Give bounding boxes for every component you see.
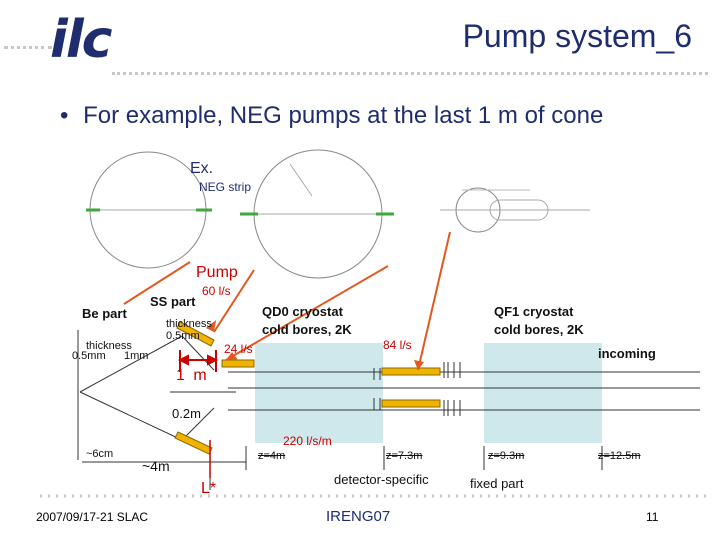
bullet-point: • For example, NEG pumps at the last 1 m… bbox=[60, 102, 603, 130]
drawing-label-ss-part: SS part bbox=[150, 294, 196, 309]
label-l-star: L* bbox=[201, 480, 217, 497]
drawing-label-qd0-line2: cold bores, 2K bbox=[262, 322, 352, 337]
footer-page-number: 11 bbox=[646, 510, 659, 524]
arrowheads bbox=[206, 320, 424, 370]
label-speed-84: 84 l/s bbox=[383, 338, 412, 352]
beam-lines bbox=[228, 371, 700, 411]
drawing-label-4m: ~4m bbox=[142, 458, 170, 474]
cross-section-large bbox=[253, 149, 383, 279]
bullet-symbol: • bbox=[60, 102, 69, 129]
label-pump: Pump bbox=[196, 264, 238, 281]
drawing-label-z9-3: z=9.3m bbox=[488, 450, 525, 462]
drawing-label-qf1-line2: cold bores, 2K bbox=[494, 322, 584, 337]
slide-title: Pump system_6 bbox=[462, 18, 692, 54]
label-speed-24: 24 l/s bbox=[224, 342, 253, 356]
drawing-label-fixed-part: fixed part bbox=[470, 476, 524, 491]
drawing-label-thickness-left-sub: 0.5mm 1mm bbox=[72, 350, 149, 362]
drawing-label-thickness: thickness bbox=[166, 318, 212, 330]
drawing-label-incoming: incoming bbox=[598, 346, 656, 361]
one-meter-marker bbox=[177, 350, 219, 372]
drawing-label-z12-5: z=12.5m bbox=[598, 450, 641, 462]
drawing-label-z7-3: z=7.3m bbox=[386, 450, 423, 462]
drawing-label-6cm: ~6cm bbox=[86, 448, 114, 460]
footer-event: IRENG07 bbox=[326, 508, 391, 525]
qf1-cryostat-box bbox=[484, 343, 602, 443]
footer-date-location: 2007/09/17-21 SLAC bbox=[36, 510, 149, 524]
cross-section-qf1 bbox=[440, 187, 590, 233]
beampipe-cone bbox=[77, 330, 236, 460]
magnet-coils bbox=[373, 362, 461, 416]
label-speed-60: 60 l/s bbox=[202, 284, 231, 298]
cross-section-small bbox=[89, 151, 207, 269]
bullet-text: For example, NEG pumps at the last 1 m o… bbox=[83, 102, 604, 129]
drawing-label-be-part: Be part bbox=[82, 306, 127, 321]
pointer-arrows bbox=[123, 231, 451, 371]
drawing-label-qd0-line1: QD0 cryostat bbox=[262, 304, 343, 319]
drawing-label-thickness-left: thickness bbox=[86, 340, 132, 352]
label-ex: Ex. bbox=[190, 160, 214, 177]
qd0-cryostat-box bbox=[255, 343, 383, 443]
drawing-label-0-2m: 0.2m bbox=[172, 406, 201, 421]
label-one-meter: 1 m bbox=[176, 367, 209, 384]
drawing-label-qf1-line1: QF1 cryostat bbox=[494, 304, 574, 319]
neg-pump-strips bbox=[174, 321, 441, 455]
header-dotted-line-left bbox=[4, 46, 52, 49]
drawing-label-z4: z=4m bbox=[258, 450, 286, 462]
ilc-logo: ilc bbox=[50, 10, 113, 70]
label-speed-220: 220 l/s/m bbox=[283, 434, 332, 448]
drawing-label-detector-specific: detector-specific bbox=[334, 472, 429, 487]
drawing-label-thickness-sub: 0.5mm bbox=[166, 330, 200, 342]
label-neg-strip: NEG strip bbox=[199, 180, 252, 194]
header-dotted-line bbox=[112, 72, 708, 75]
